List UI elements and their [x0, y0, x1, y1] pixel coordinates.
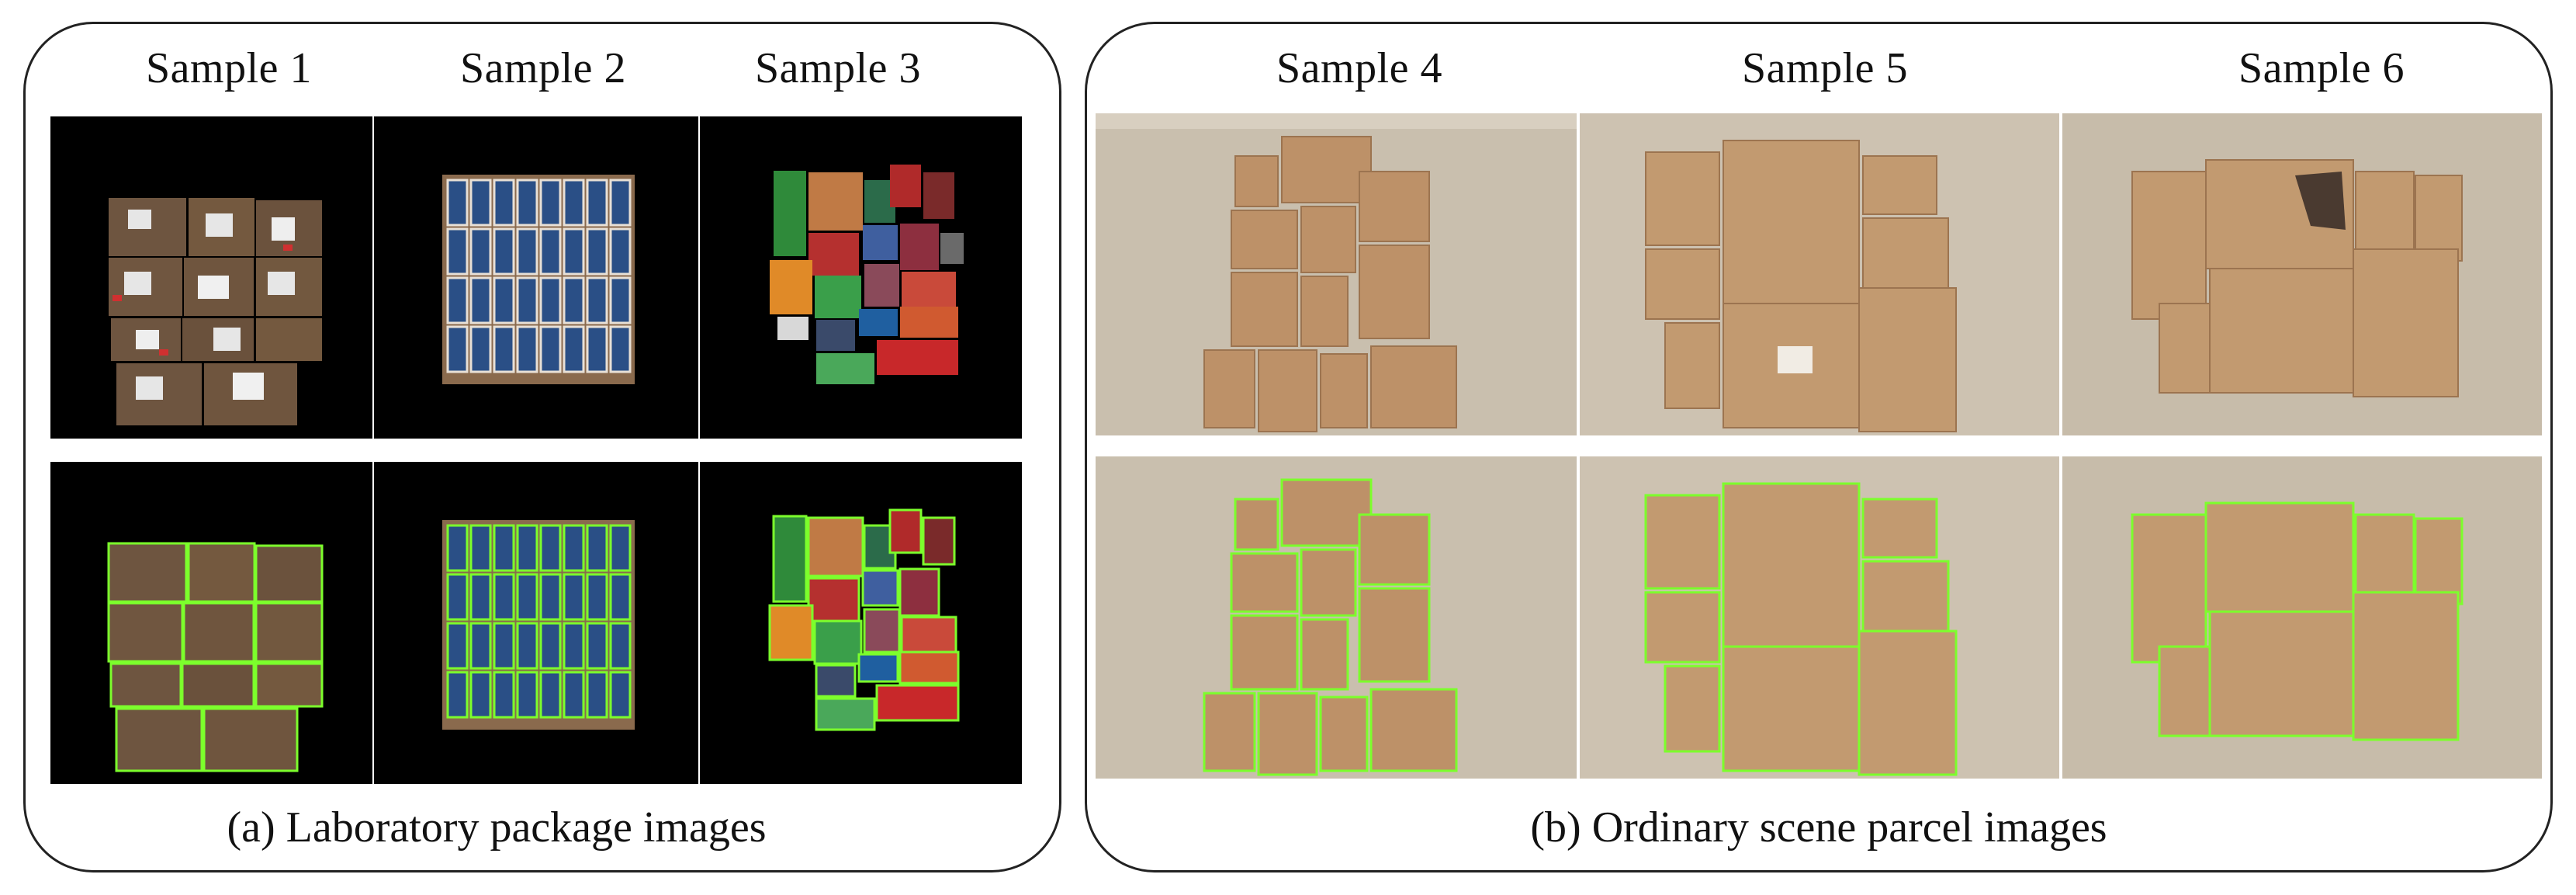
sample-4-title: Sample 4 — [1276, 44, 1442, 92]
sample-2-original-image — [374, 116, 698, 439]
sample-1-original-image — [50, 116, 372, 439]
sample-4-detection-image — [1096, 456, 1577, 779]
sample-1-title: Sample 1 — [146, 44, 312, 92]
sample-6-detection-image — [2062, 456, 2542, 779]
sample-6-original-image — [2062, 113, 2542, 435]
sample-3-original-image — [700, 116, 1022, 439]
panel-laboratory — [23, 22, 1061, 872]
sample-5-original-image — [1580, 113, 2059, 435]
sample-5-title: Sample 5 — [1742, 44, 1908, 92]
panel-ordinary-scene — [1085, 22, 2553, 872]
sample-4-original-image — [1096, 113, 1577, 435]
panel-b-caption: (b) Ordinary scene parcel images — [1530, 803, 2107, 852]
sample-3-title: Sample 3 — [755, 44, 921, 92]
sample-2-title: Sample 2 — [460, 44, 626, 92]
panel-a-caption: (a) Laboratory package images — [227, 803, 767, 852]
sample-1-detection-image — [50, 462, 372, 784]
sample-5-detection-image — [1580, 456, 2059, 779]
sample-6-title: Sample 6 — [2238, 44, 2405, 92]
sample-3-detection-image — [700, 462, 1022, 784]
sample-2-detection-image — [374, 462, 698, 784]
